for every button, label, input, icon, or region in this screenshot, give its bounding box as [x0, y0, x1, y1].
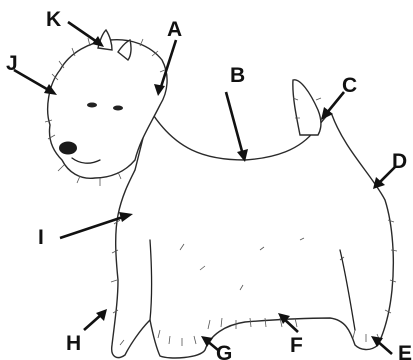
arrowhead-h	[96, 309, 107, 321]
label-i: I	[38, 226, 44, 249]
arrow-h	[83, 313, 103, 331]
arrowhead-g	[201, 336, 213, 347]
label-a: A	[167, 18, 182, 41]
label-e: E	[398, 342, 412, 360]
part-labels: K A J B C D I H G F E	[6, 8, 412, 360]
dog-eye	[113, 105, 123, 111]
arrow-i	[59, 214, 127, 240]
arrowhead-e	[371, 336, 383, 347]
dog-drawing	[44, 28, 398, 359]
label-c: C	[342, 74, 357, 97]
arrowhead-i	[119, 212, 133, 222]
label-b: B	[230, 64, 245, 87]
arrow-a	[158, 39, 178, 91]
arrowhead-j	[44, 84, 57, 95]
pointer-arrows	[13, 20, 397, 355]
arrowhead-k	[92, 36, 104, 47]
arrowhead-c	[321, 107, 333, 120]
front-leg-line	[149, 239, 153, 321]
arrowhead-d	[373, 177, 385, 189]
arrowhead-f	[278, 313, 290, 324]
arrow-d	[377, 165, 397, 185]
dog-body	[110, 108, 395, 359]
arrow-b	[224, 91, 245, 156]
dog-mouth	[71, 157, 101, 164]
label-h: H	[66, 332, 81, 355]
label-g: G	[216, 342, 232, 360]
label-f: F	[290, 334, 303, 357]
dog-nose	[59, 141, 77, 155]
arrow-k	[67, 20, 101, 46]
arrowhead-a	[154, 84, 165, 96]
dog-eye	[87, 102, 97, 108]
arrowhead-b	[237, 149, 248, 162]
dog-ear	[117, 38, 132, 61]
label-j: J	[6, 52, 18, 75]
label-d: D	[392, 150, 407, 173]
rear-leg-line	[339, 249, 356, 331]
arrow-c	[324, 91, 346, 115]
fur-texture	[44, 37, 398, 346]
arrow-j	[13, 68, 53, 94]
dog-head	[47, 38, 168, 179]
label-k: K	[46, 8, 61, 31]
dog-tail	[292, 79, 322, 136]
